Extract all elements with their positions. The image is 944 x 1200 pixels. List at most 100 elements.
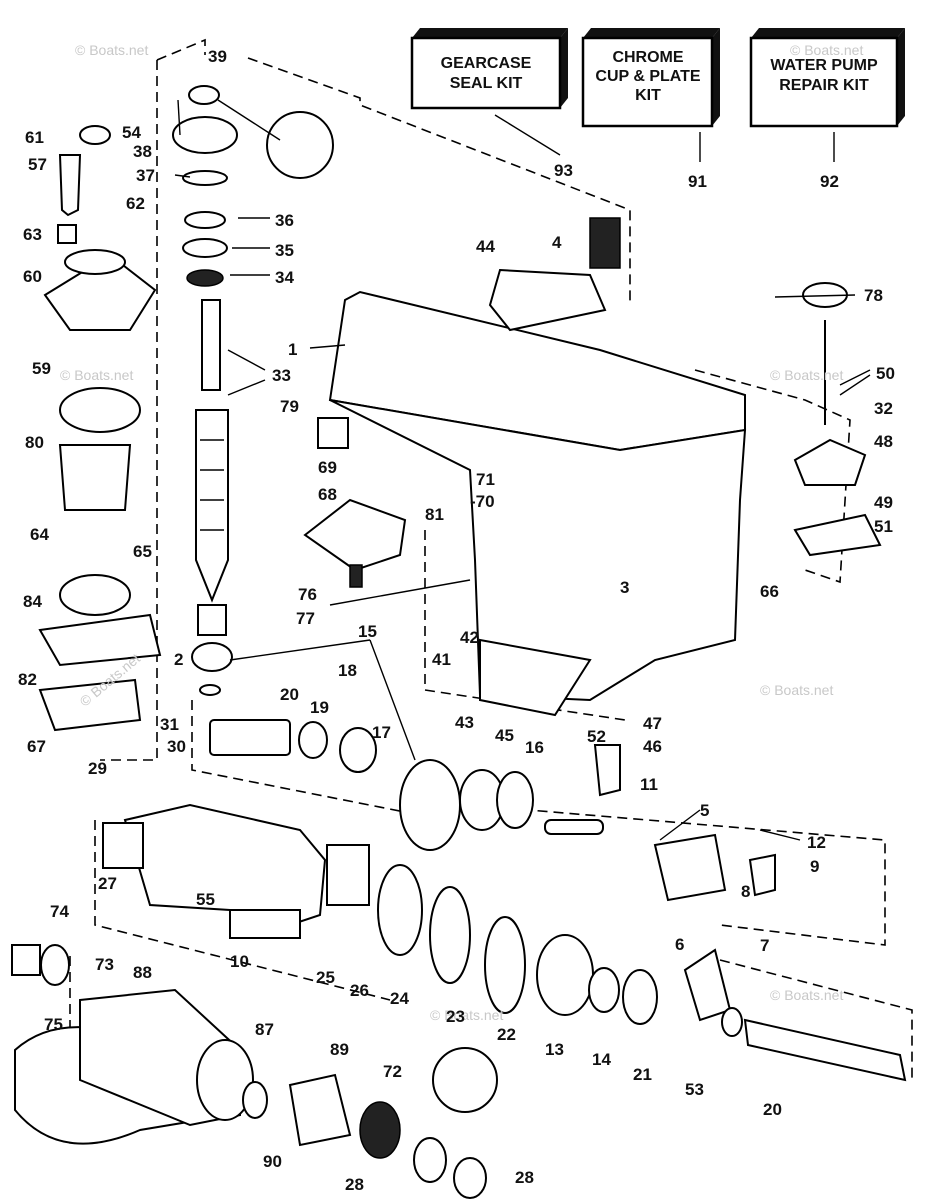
callout-33: 33 [272, 366, 291, 385]
callout-68: 68 [318, 485, 337, 504]
callout-92: 92 [820, 172, 839, 191]
kit-93-line-2: SEAL KIT [450, 75, 523, 92]
callout-28-left: 28 [345, 1175, 364, 1194]
callout-9: 9 [810, 857, 819, 876]
callout-67: 67 [27, 737, 46, 756]
callout-32: 32 [874, 399, 893, 418]
callout-4: 4 [552, 233, 562, 252]
callout-64: 64 [30, 525, 49, 544]
callout-47: 47 [643, 714, 662, 733]
watermark-8: © Boats.net [770, 987, 843, 1003]
callout-23: 23 [446, 1007, 465, 1026]
kit-92-line-1: WATER PUMP [770, 57, 878, 74]
callout-41: 41 [432, 650, 451, 669]
watermark-2: © Boats.net [60, 367, 133, 383]
callout-91: 91 [688, 172, 707, 191]
watermark-1: © Boats.net [75, 42, 148, 58]
callout-78: 78 [864, 286, 883, 305]
callout-38: 38 [133, 142, 152, 161]
callout-49: 49 [874, 493, 893, 512]
callout-27: 27 [98, 874, 117, 893]
callout-52: 52 [587, 727, 606, 746]
callout-28-right: 28 [515, 1168, 534, 1187]
callout-59: 59 [32, 359, 51, 378]
callout-minus-70: -70 [470, 492, 495, 511]
callout-50: 50 [876, 364, 895, 383]
callout-62: 62 [126, 194, 145, 213]
callout-74: 74 [50, 902, 69, 921]
callout-45: 45 [495, 726, 514, 745]
callout-20-upper: 20 [280, 685, 299, 704]
kit-91-line-2: CUP & PLATE [595, 68, 701, 85]
kit-91-line-1: CHROME [612, 49, 683, 66]
callout-numbers: 39 54 38 61 57 37 36 35 34 62 63 60 59 3… [18, 47, 895, 1194]
callout-34: 34 [275, 268, 294, 287]
callout-82: 82 [18, 670, 37, 689]
propeller [11, 944, 498, 1199]
callout-54: 54 [122, 123, 141, 142]
callout-42: 42 [460, 628, 479, 647]
callout-77: 77 [296, 609, 315, 628]
callout-24: 24 [390, 989, 409, 1008]
gearcase-housing [328, 217, 747, 717]
callout-61: 61 [25, 128, 44, 147]
callout-69: 69 [318, 458, 337, 477]
callout-15: 15 [358, 622, 377, 641]
callout-60: 60 [23, 267, 42, 286]
callout-26: 26 [350, 981, 369, 1000]
callout-71: 71 [476, 470, 495, 489]
callout-81: 81 [425, 505, 444, 524]
callout-7: 7 [760, 936, 769, 955]
callout-14: 14 [592, 1050, 611, 1069]
chrome-cup-plate-kit-box: CHROME CUP & PLATE KIT [581, 28, 720, 128]
callout-25: 25 [316, 968, 335, 987]
watermark-4: © Boats.net [790, 42, 863, 58]
kit-93-line-1: GEARCASE [441, 55, 532, 72]
callout-57: 57 [28, 155, 47, 174]
callout-79: 79 [280, 397, 299, 416]
callout-8: 8 [741, 882, 750, 901]
water-pump-assembly [38, 125, 162, 732]
callout-80: 80 [25, 433, 44, 452]
callout-84: 84 [23, 592, 42, 611]
callout-2: 2 [174, 650, 183, 669]
callout-66: 66 [760, 582, 779, 601]
kit-91-line-3: KIT [635, 87, 661, 104]
callout-30: 30 [167, 737, 186, 756]
callout-93: 93 [554, 161, 573, 180]
part-4-anode [589, 217, 621, 269]
callout-88: 88 [133, 963, 152, 982]
callout-18: 18 [338, 661, 357, 680]
callout-51: 51 [874, 517, 893, 536]
callout-76: 76 [298, 585, 317, 604]
callout-43: 43 [455, 713, 474, 732]
callout-87: 87 [255, 1020, 274, 1039]
callout-55: 55 [196, 890, 215, 909]
callout-12: 12 [807, 833, 826, 852]
callout-37: 37 [136, 166, 155, 185]
callout-39: 39 [208, 47, 227, 66]
callout-73: 73 [95, 955, 114, 974]
callout-35: 35 [275, 241, 294, 260]
callout-5: 5 [700, 801, 709, 820]
watermark-3: © Boats.net [770, 367, 843, 383]
water-pump-repair-kit-box: WATER PUMP REPAIR KIT [749, 28, 905, 128]
callout-48: 48 [874, 432, 893, 451]
driveshaft [195, 299, 229, 603]
callout-44: 44 [476, 237, 495, 256]
callout-31: 31 [160, 715, 179, 734]
callout-75: 75 [44, 1015, 63, 1034]
callout-21: 21 [633, 1065, 652, 1084]
callout-63: 63 [23, 225, 42, 244]
callout-36: 36 [275, 211, 294, 230]
callout-3: 3 [620, 578, 629, 597]
callout-10: 10 [230, 952, 249, 971]
callout-46: 46 [643, 737, 662, 756]
callout-17: 17 [372, 723, 391, 742]
callout-22: 22 [497, 1025, 516, 1044]
callout-16: 16 [525, 738, 544, 757]
callout-29: 29 [88, 759, 107, 778]
gearcase-seal-kit-box: GEARCASE SEAL KIT [410, 28, 568, 110]
watermark-6: © Boats.net [760, 682, 833, 698]
